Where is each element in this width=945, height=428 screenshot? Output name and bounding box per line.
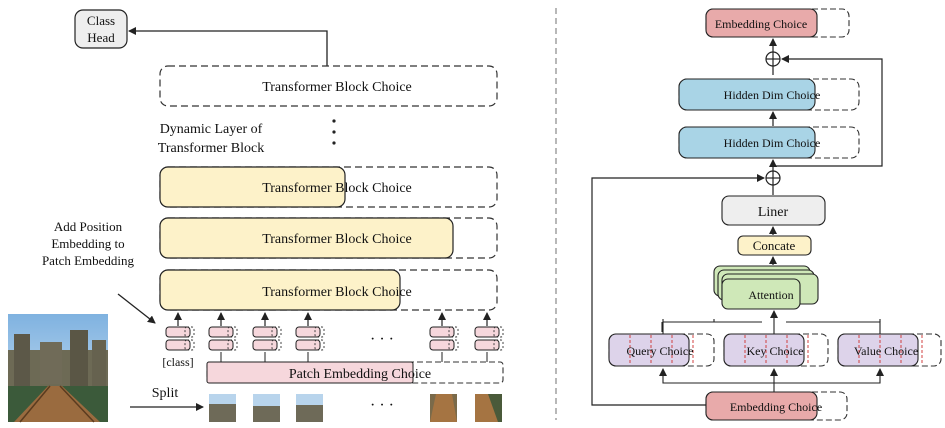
castle-image	[8, 314, 108, 423]
transformer-block-label-3: Transformer Block Choice	[262, 285, 412, 300]
class-head-box: Class Head	[74, 9, 128, 49]
token-ellipsis: · · ·	[370, 331, 394, 348]
transformer-block-choice-1: Transformer Block Choice	[159, 166, 498, 208]
embedding-choice-top-label: Embedding Choice	[715, 17, 807, 31]
qkv-connectors	[661, 310, 881, 334]
concate-box: Concate	[737, 235, 812, 256]
query-choice: Query Choice	[608, 333, 715, 367]
residual-add-top	[765, 51, 781, 67]
token-column-2	[252, 312, 282, 362]
token-column-5	[474, 312, 504, 362]
liner-label: Liner	[758, 205, 789, 220]
token-column-class	[165, 312, 195, 351]
skip-connection-bottom	[591, 174, 765, 406]
class-head-arrow	[128, 27, 328, 66]
transformer-block-label-top: Transformer Block Choice	[262, 80, 412, 95]
class-head-label-1: Class	[87, 13, 115, 28]
class-token-label: [class]	[162, 355, 193, 369]
token-column-1	[208, 312, 238, 362]
patch-image-4	[430, 394, 457, 422]
patch-image-3	[296, 394, 323, 422]
value-choice-label: Value Choice	[854, 344, 918, 358]
liner-box: Liner	[721, 195, 826, 226]
key-choice-label: Key Choice	[747, 344, 804, 358]
vertical-ellipsis	[332, 119, 336, 145]
transformer-block-choice-3: Transformer Block Choice	[159, 269, 498, 311]
skip-connection-top	[773, 55, 883, 167]
concate-label: Concate	[753, 238, 796, 253]
transformer-block-choice-2: Transformer Block Choice	[159, 217, 498, 259]
value-choice: Value Choice	[837, 333, 942, 367]
transformer-block-label-2: Transformer Block Choice	[262, 232, 412, 247]
transformer-block-choice-top: Transformer Block Choice	[159, 65, 498, 107]
add-position-label-1: Add Position	[54, 219, 123, 234]
embedding-choice-bottom: Embedding Choice	[705, 391, 848, 421]
attention-stack: Attention	[713, 265, 819, 310]
class-head-label-2: Head	[87, 30, 115, 45]
attention-label: Attention	[748, 288, 793, 302]
patch-ellipsis: · · ·	[370, 397, 394, 414]
patch-embedding-choice: Patch Embedding Choice	[206, 361, 504, 384]
patch-image-1	[209, 394, 236, 422]
hidden-dim-choice-1: Hidden Dim Choice	[678, 78, 860, 111]
add-position-arrow	[117, 293, 156, 324]
patch-image-2	[253, 394, 280, 422]
key-choice: Key Choice	[723, 333, 829, 367]
embedding-feeds	[659, 368, 884, 392]
add-position-label-3: Patch Embedding	[42, 253, 135, 268]
embedding-choice-top: Embedding Choice	[705, 8, 850, 38]
add-position-label-2: Embedding to	[51, 236, 124, 251]
dynamic-layer-label-2: Transformer Block	[158, 141, 264, 156]
dynamic-layer-label-1: Dynamic Layer of	[160, 122, 263, 137]
residual-add-middle	[765, 170, 781, 186]
patch-embedding-label: Patch Embedding Choice	[289, 367, 431, 382]
token-column-3	[295, 312, 325, 362]
patch-image-5	[475, 394, 502, 422]
embedding-choice-bottom-label: Embedding Choice	[730, 400, 822, 414]
hidden-dim-choice-2: Hidden Dim Choice	[678, 126, 860, 159]
transformer-block-label-1: Transformer Block Choice	[262, 181, 412, 196]
query-choice-label: Query Choice	[627, 344, 694, 358]
hidden-dim-choice-2-label: Hidden Dim Choice	[724, 136, 821, 150]
hidden-dim-choice-1-label: Hidden Dim Choice	[724, 88, 821, 102]
split-label: Split	[152, 386, 179, 401]
token-column-4	[429, 312, 459, 362]
